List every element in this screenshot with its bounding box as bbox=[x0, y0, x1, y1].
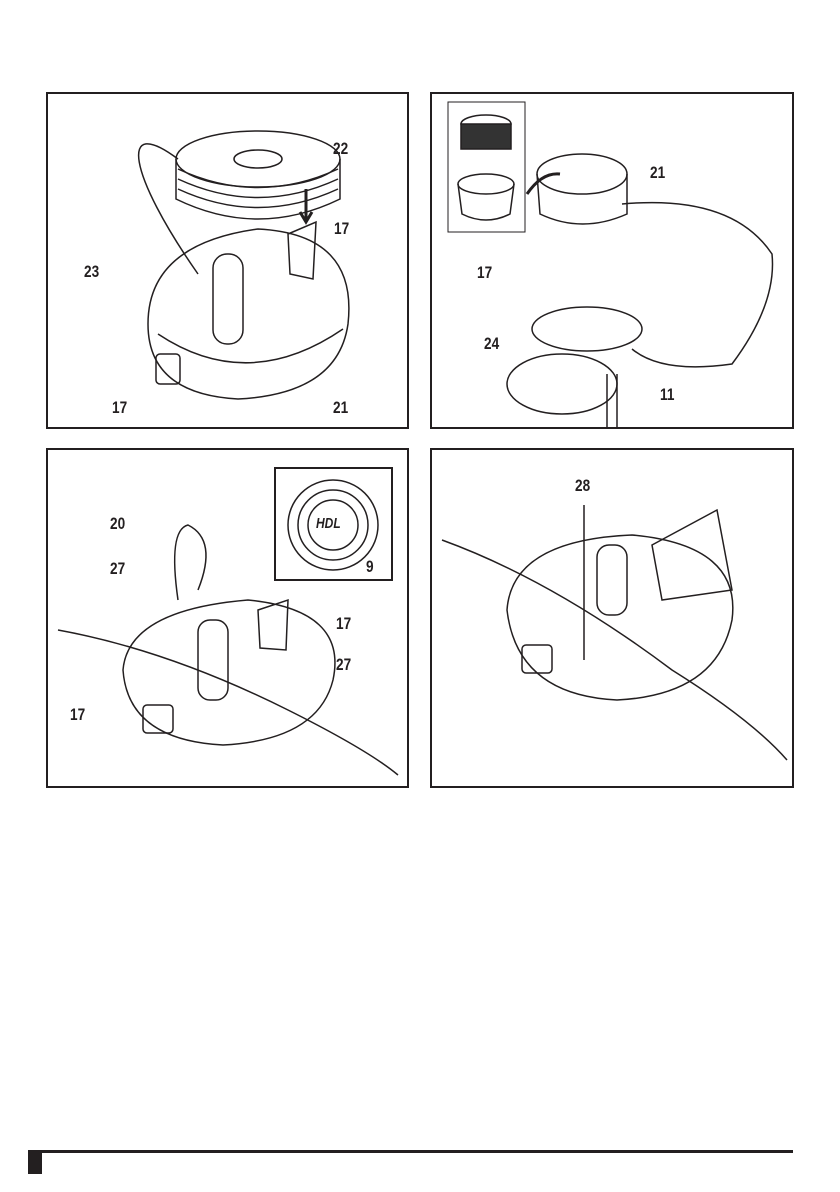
figure-cover-removal: 21 17 24 11 bbox=[430, 92, 794, 429]
threading-drawing bbox=[57, 467, 399, 776]
callout-27: 27 bbox=[336, 655, 352, 674]
callout-20: 20 bbox=[110, 514, 126, 533]
page-marker bbox=[28, 1150, 42, 1174]
callout-9: 9 bbox=[366, 557, 374, 576]
callout-17: 17 bbox=[334, 219, 350, 238]
callout-28: 28 bbox=[575, 476, 591, 495]
callout-21: 21 bbox=[650, 163, 666, 182]
callout-11: 11 bbox=[660, 385, 675, 404]
figure-spool-insertion: 22 17 23 17 21 bbox=[46, 92, 409, 429]
callout-21: 21 bbox=[333, 398, 349, 417]
callout-17: 17 bbox=[112, 398, 128, 417]
figure-assembled-spool: 28 bbox=[430, 448, 794, 788]
callout-27: 27 bbox=[110, 559, 126, 578]
callout-23: 23 bbox=[84, 262, 100, 281]
footer-rule bbox=[42, 1150, 793, 1153]
callout-17: 17 bbox=[477, 263, 493, 282]
figure-line-threading: 20 27 17 27 17 9 HDL bbox=[46, 448, 409, 788]
spool-drawing bbox=[138, 130, 350, 400]
assembled-drawing bbox=[441, 505, 788, 761]
callout-24: 24 bbox=[484, 334, 500, 353]
hdl-logo: HDL bbox=[316, 515, 341, 532]
callout-17: 17 bbox=[336, 614, 352, 633]
callout-22: 22 bbox=[333, 139, 349, 158]
cover-drawing bbox=[447, 101, 774, 429]
callout-17: 17 bbox=[70, 705, 86, 724]
